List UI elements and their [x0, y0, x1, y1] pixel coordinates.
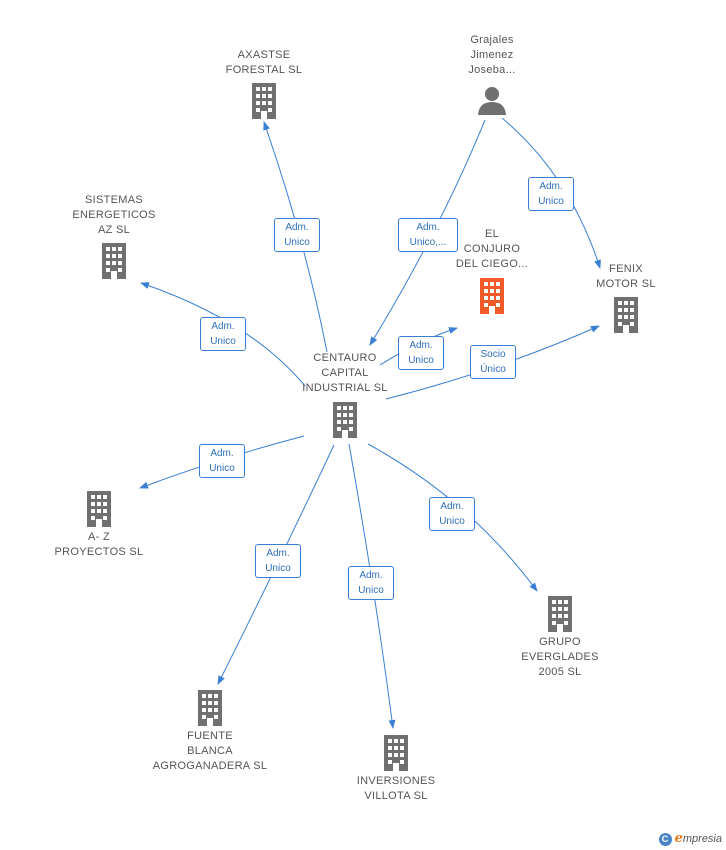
- building-icon: [384, 735, 408, 771]
- badge-line: Adm.: [266, 548, 290, 559]
- node-label-line: Grajales: [470, 34, 514, 46]
- building-focus-icon: [480, 278, 504, 314]
- node-label-line: FUENTE: [187, 730, 233, 742]
- badge-line: Adm.: [210, 448, 234, 459]
- badge-line: Unico: [210, 336, 236, 347]
- edge-badge-everglades[interactable]: Adm. Unico: [429, 497, 475, 531]
- badge-line: Adm.: [211, 321, 235, 332]
- badge-line: Unico: [209, 463, 235, 474]
- node-label-line: AXASTSE: [237, 49, 291, 61]
- badge-line: Adm.: [539, 181, 563, 192]
- badge-line: Adm.: [285, 222, 309, 233]
- edge-badge-axastse[interactable]: Adm. Unico: [274, 218, 320, 252]
- badge-line: Adm.: [440, 501, 464, 512]
- badge-line: Unico: [538, 196, 564, 207]
- edge-badge-grajales-centauro[interactable]: Adm. Unico,...: [398, 218, 458, 252]
- copyright-icon: C: [658, 832, 672, 846]
- badge-line: Adm.: [359, 570, 383, 581]
- node-grupo-everglades[interactable]: GRUPO EVERGLADES 2005 SL: [510, 596, 610, 680]
- empresia-logo: C empresia: [658, 831, 722, 846]
- badge-line: Socio: [480, 349, 506, 360]
- badge-line: Unico: [408, 355, 434, 366]
- node-label-line: Jimenez: [470, 49, 514, 61]
- node-label-line: AGROGANADERA SL: [152, 760, 268, 772]
- node-label-line: Joseba...: [468, 64, 516, 76]
- node-label-line: INVERSIONES: [356, 775, 436, 787]
- edge-badge-conjuro[interactable]: Adm. Unico: [398, 336, 444, 370]
- badge-line: Unico: [284, 237, 310, 248]
- badge-line: Unico: [265, 563, 291, 574]
- node-grajales-jimenez[interactable]: Grajales Jimenez Joseba...: [452, 33, 532, 115]
- badge-line: Único: [480, 364, 506, 375]
- node-centauro-capital[interactable]: CENTAURO CAPITAL INDUSTRIAL SL: [290, 351, 400, 438]
- edge-badge-sistemas[interactable]: Adm. Unico: [200, 317, 246, 351]
- node-sistemas-energeticos[interactable]: SISTEMAS ENERGETICOS AZ SL: [64, 193, 164, 279]
- node-label-line: A- Z: [88, 531, 110, 543]
- edge-badge-fenix[interactable]: Socio Único: [470, 345, 516, 379]
- badge-line: Adm.: [416, 222, 440, 233]
- edge-badge-grajales-fenix[interactable]: Adm. Unico: [528, 177, 574, 211]
- node-a-z-proyectos[interactable]: A- Z PROYECTOS SL: [49, 491, 149, 560]
- node-label-line: BLANCA: [187, 745, 233, 757]
- node-label-line: EVERGLADES: [521, 651, 599, 663]
- node-label-line: CONJURO: [463, 243, 521, 255]
- node-label-line: VILLOTA SL: [364, 790, 428, 802]
- node-fuente-blanca[interactable]: FUENTE BLANCA AGROGANADERA SL: [145, 690, 275, 774]
- node-label-line: ENERGETICOS: [72, 209, 156, 221]
- node-label-line: MOTOR SL: [596, 278, 656, 290]
- building-icon: [614, 297, 638, 333]
- logo-letter: e: [674, 831, 683, 846]
- node-label-line: CAPITAL: [321, 367, 369, 379]
- node-inversiones-villota[interactable]: INVERSIONES VILLOTA SL: [346, 735, 446, 804]
- node-fenix-motor[interactable]: FENIX MOTOR SL: [586, 262, 666, 333]
- building-icon: [87, 491, 111, 527]
- edge-badge-az[interactable]: Adm. Unico: [199, 444, 245, 478]
- node-label-line: 2005 SL: [538, 666, 582, 678]
- node-label-line: DEL CIEGO...: [455, 258, 529, 270]
- node-el-conjuro[interactable]: EL CONJURO DEL CIEGO...: [442, 227, 542, 314]
- node-label-line: GRUPO: [539, 636, 581, 648]
- logo-text: mpresia: [682, 833, 722, 845]
- badge-line: Unico,...: [409, 237, 447, 248]
- node-label-line: FORESTAL SL: [225, 64, 303, 76]
- node-label-line: FENIX: [609, 263, 643, 275]
- node-label-line: CENTAURO: [313, 352, 377, 364]
- edge-badge-fuente[interactable]: Adm. Unico: [255, 544, 301, 578]
- badge-line: Adm.: [409, 340, 433, 351]
- badge-line: Unico: [439, 516, 465, 527]
- building-icon: [333, 402, 357, 438]
- edge-badge-villota[interactable]: Adm. Unico: [348, 566, 394, 600]
- node-axastse-forestal[interactable]: AXASTSE FORESTAL SL: [214, 48, 314, 119]
- building-icon: [198, 690, 222, 726]
- building-icon: [252, 83, 276, 119]
- node-label-line: AZ SL: [97, 224, 131, 236]
- node-label-line: EL: [484, 228, 500, 240]
- badge-line: Unico: [358, 585, 384, 596]
- person-icon: [478, 87, 506, 115]
- node-label-line: PROYECTOS SL: [54, 546, 144, 558]
- node-label-line: SISTEMAS: [84, 194, 144, 206]
- node-label-line: INDUSTRIAL SL: [302, 382, 388, 394]
- building-icon: [548, 596, 572, 632]
- building-icon: [102, 243, 126, 279]
